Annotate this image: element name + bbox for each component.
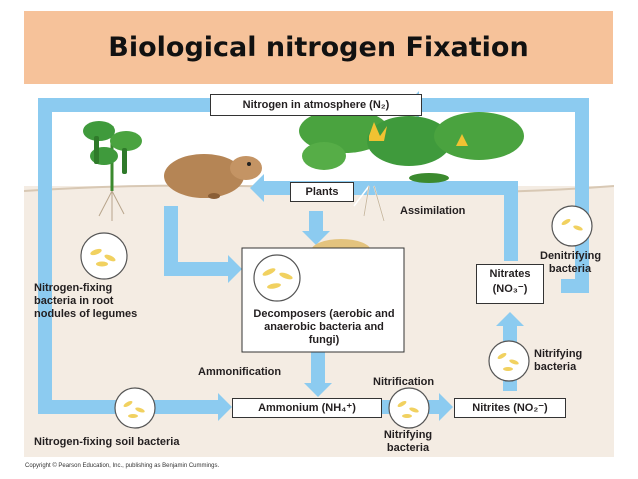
bacteria-cells	[90, 218, 583, 418]
ammonium-label: Ammonium (NH₄⁺)	[258, 402, 356, 414]
ammonium-box: Ammonium (NH₄⁺)	[232, 398, 382, 418]
nitrifying-top-label: Nitrifying bacteria	[534, 348, 583, 373]
animal-illustration	[164, 154, 262, 199]
decomposers-label: Decomposers (aerobic and anaerobic bacte…	[253, 308, 395, 346]
nitrogen-cycle-diagram: Nitrogen in atmosphere (N₂) Plants Nitra…	[24, 86, 614, 457]
plants-label: Plants	[305, 186, 339, 198]
copyright-notice: Copyright © Pearson Education, Inc., pub…	[25, 463, 220, 469]
plant-illustration	[299, 109, 524, 222]
title-banner: Biological nitrogen Fixation	[24, 11, 613, 84]
legume-plant-illustration	[83, 121, 142, 221]
nitrites-box: Nitrites (NO₂⁻)	[454, 398, 566, 418]
atmosphere-label: Nitrogen in atmosphere (N₂)	[242, 99, 390, 111]
nitrates-label: Nitrates (NO₃⁻)	[489, 268, 531, 295]
nitrogen-fixing-soil-label: Nitrogen-fixing soil bacteria	[34, 436, 180, 448]
atmosphere-box: Nitrogen in atmosphere (N₂)	[210, 94, 422, 116]
ammonification-label: Ammonification	[198, 366, 282, 378]
nitrates-box: Nitrates (NO₃⁻)	[476, 264, 544, 304]
assimilation-label: Assimilation	[400, 205, 466, 217]
nitrogen-fixing-root-label: Nitrogen-fixing bacteria in root nodules…	[34, 282, 138, 320]
bacteria-circles	[80, 205, 593, 429]
nitrification-label: Nitrification	[373, 376, 435, 388]
denitrifying-label: Denitrifying bacteria	[540, 250, 602, 275]
nitrifying-bottom-label: Nitrifying bacteria	[383, 429, 433, 454]
nitrites-label: Nitrites (NO₂⁻)	[472, 402, 548, 414]
plants-box: Plants	[290, 182, 354, 202]
diagram-graphics	[24, 86, 614, 457]
page-title: Biological nitrogen Fixation	[108, 32, 529, 63]
